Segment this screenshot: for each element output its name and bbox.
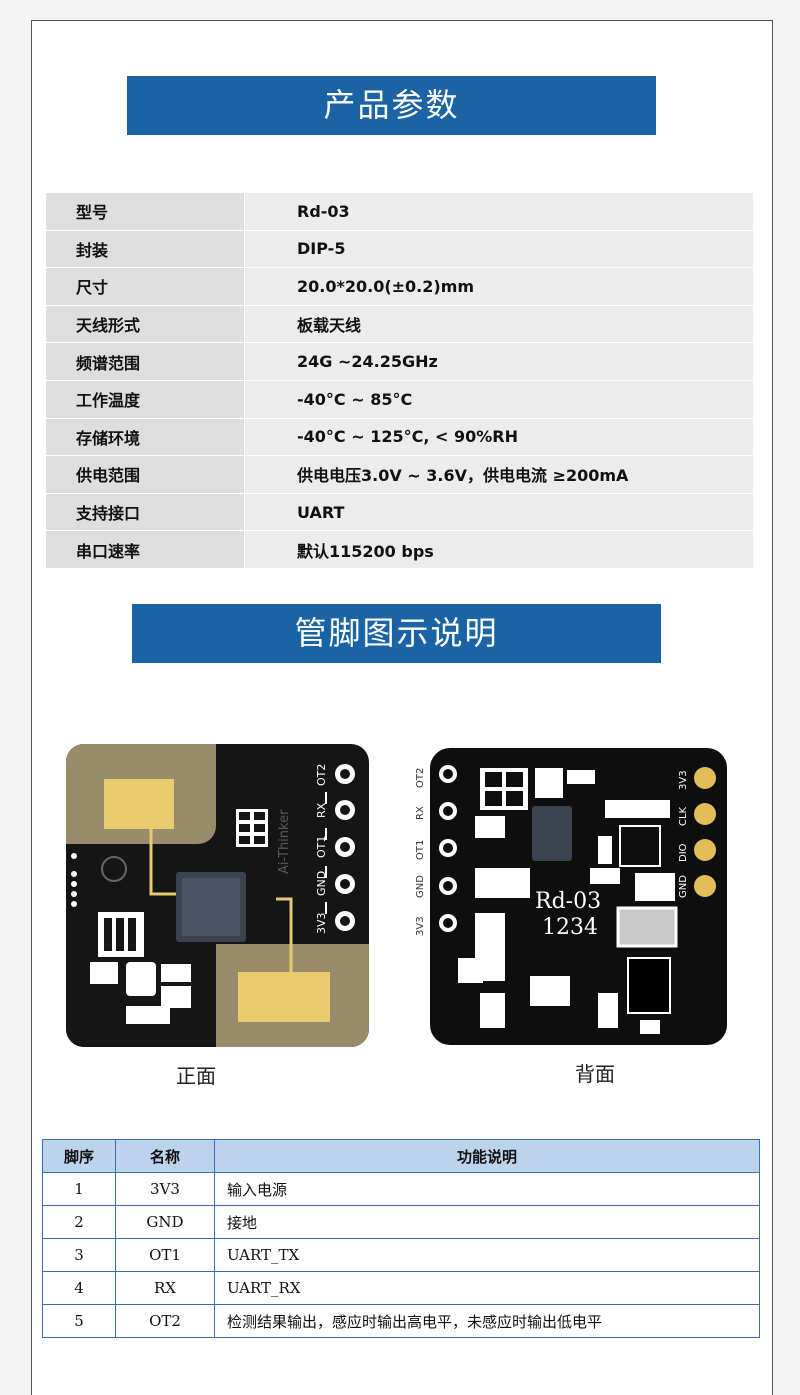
pin-table: 脚序 名称 功能说明 1 3V3 输入电源 2 GND 接地 3 OT1 UAR… [42, 1139, 760, 1338]
pin-name: OT2 [115, 1304, 215, 1338]
back-pin-label: OT2 [415, 768, 426, 788]
front-pin-label: RX [315, 802, 328, 818]
params-banner: 产品参数 [127, 76, 656, 135]
pin-desc: 输入电源 [214, 1172, 760, 1206]
pin-index: 4 [42, 1271, 116, 1305]
spec-row: 工作温度-40°C ~ 85°C [46, 380, 753, 419]
back-left-pin-labels: OT2 RX OT1 GND 3V3 [415, 768, 426, 936]
header-index: 脚序 [42, 1139, 116, 1173]
front-brand: Ai-Thinker [277, 809, 292, 874]
pin-name: 3V3 [115, 1172, 215, 1206]
pin-name: OT1 [115, 1238, 215, 1272]
board-back-image: Rd-03 1234 [430, 748, 727, 1045]
pin-index: 2 [42, 1205, 116, 1239]
params-title: 产品参数 [323, 86, 460, 124]
pin-desc: UART_TX [214, 1238, 760, 1272]
table-row: 3 OT1 UART_TX [42, 1238, 760, 1272]
header-desc: 功能说明 [214, 1139, 760, 1173]
pin-index: 3 [42, 1238, 116, 1272]
spec-value: -40°C ~ 85°C [244, 380, 753, 419]
table-row: 2 GND 接地 [42, 1205, 760, 1239]
pin-table-header: 脚序 名称 功能说明 [42, 1139, 760, 1173]
pin-name: RX [115, 1271, 215, 1305]
pin-index: 5 [42, 1304, 116, 1338]
back-pin-label: RX [415, 806, 426, 820]
table-row: 1 3V3 输入电源 [42, 1172, 760, 1206]
pin-name: GND [115, 1205, 215, 1239]
header-name: 名称 [115, 1139, 215, 1173]
spec-key: 支持接口 [46, 493, 245, 532]
back-right-pin-labels: 3V3 CLK DIO GND [678, 770, 689, 898]
table-row: 4 RX UART_RX [42, 1271, 760, 1305]
front-pin-label: 3V3 [315, 912, 328, 934]
back-pin-label: CLK [678, 806, 689, 826]
pin-desc: 检测结果输出，感应时输出高电平，未感应时输出低电平 [214, 1304, 760, 1338]
pin-desc: UART_RX [214, 1271, 760, 1305]
spec-value: DIP-5 [244, 230, 753, 269]
spec-key: 频谱范围 [46, 342, 245, 381]
spec-key: 型号 [46, 193, 245, 231]
front-caption: 正面 [176, 1064, 216, 1088]
spec-value: Rd-03 [244, 193, 753, 231]
back-number: 1234 [542, 915, 598, 940]
spec-row: 天线形式板载天线 [46, 305, 753, 344]
spec-key: 天线形式 [46, 305, 245, 344]
spec-value: 24G ~24.25GHz [244, 342, 753, 381]
spec-key: 存储环境 [46, 418, 245, 457]
pin-index: 1 [42, 1172, 116, 1206]
spec-key: 封装 [46, 230, 245, 269]
back-pin-label: 3V3 [415, 916, 426, 936]
pin-title: 管脚图示说明 [294, 614, 499, 652]
spec-key: 供电范围 [46, 455, 245, 494]
front-pin-label: GND [315, 871, 328, 896]
back-pin-label: GND [678, 875, 689, 898]
back-caption: 背面 [575, 1062, 615, 1086]
back-pin-label: OT1 [415, 840, 426, 860]
spec-key: 工作温度 [46, 380, 245, 419]
spec-row: 串口速率默认115200 bps [46, 530, 753, 569]
back-pin-label: GND [415, 875, 426, 898]
back-model: Rd-03 [535, 889, 601, 914]
front-pin-label: OT2 [315, 764, 328, 786]
spec-row: 存储环境-40°C ~ 125°C, < 90%RH [46, 418, 753, 457]
spec-value: -40°C ~ 125°C, < 90%RH [244, 418, 753, 457]
spec-row: 供电范围供电电压3.0V ~ 3.6V，供电电流 ≥200mA [46, 455, 753, 494]
board-front-image: Ai-Thinker OT2 RX OT1 GND 3V3 [66, 744, 369, 1047]
back-pin-label: DIO [678, 843, 689, 862]
spec-value: 供电电压3.0V ~ 3.6V，供电电流 ≥200mA [244, 455, 753, 494]
spec-value: 默认115200 bps [244, 530, 753, 569]
pin-banner: 管脚图示说明 [132, 604, 661, 663]
table-row: 5 OT2 检测结果输出，感应时输出高电平，未感应时输出低电平 [42, 1304, 760, 1338]
spec-value: 板载天线 [244, 305, 753, 344]
spec-key: 串口速率 [46, 530, 245, 569]
front-pin-label: OT1 [315, 836, 328, 858]
pin-desc: 接地 [214, 1205, 760, 1239]
spec-key: 尺寸 [46, 267, 245, 306]
back-pin-label: 3V3 [678, 770, 689, 790]
spec-value: 20.0*20.0(±0.2)mm [244, 267, 753, 306]
spec-value: UART [244, 493, 753, 532]
